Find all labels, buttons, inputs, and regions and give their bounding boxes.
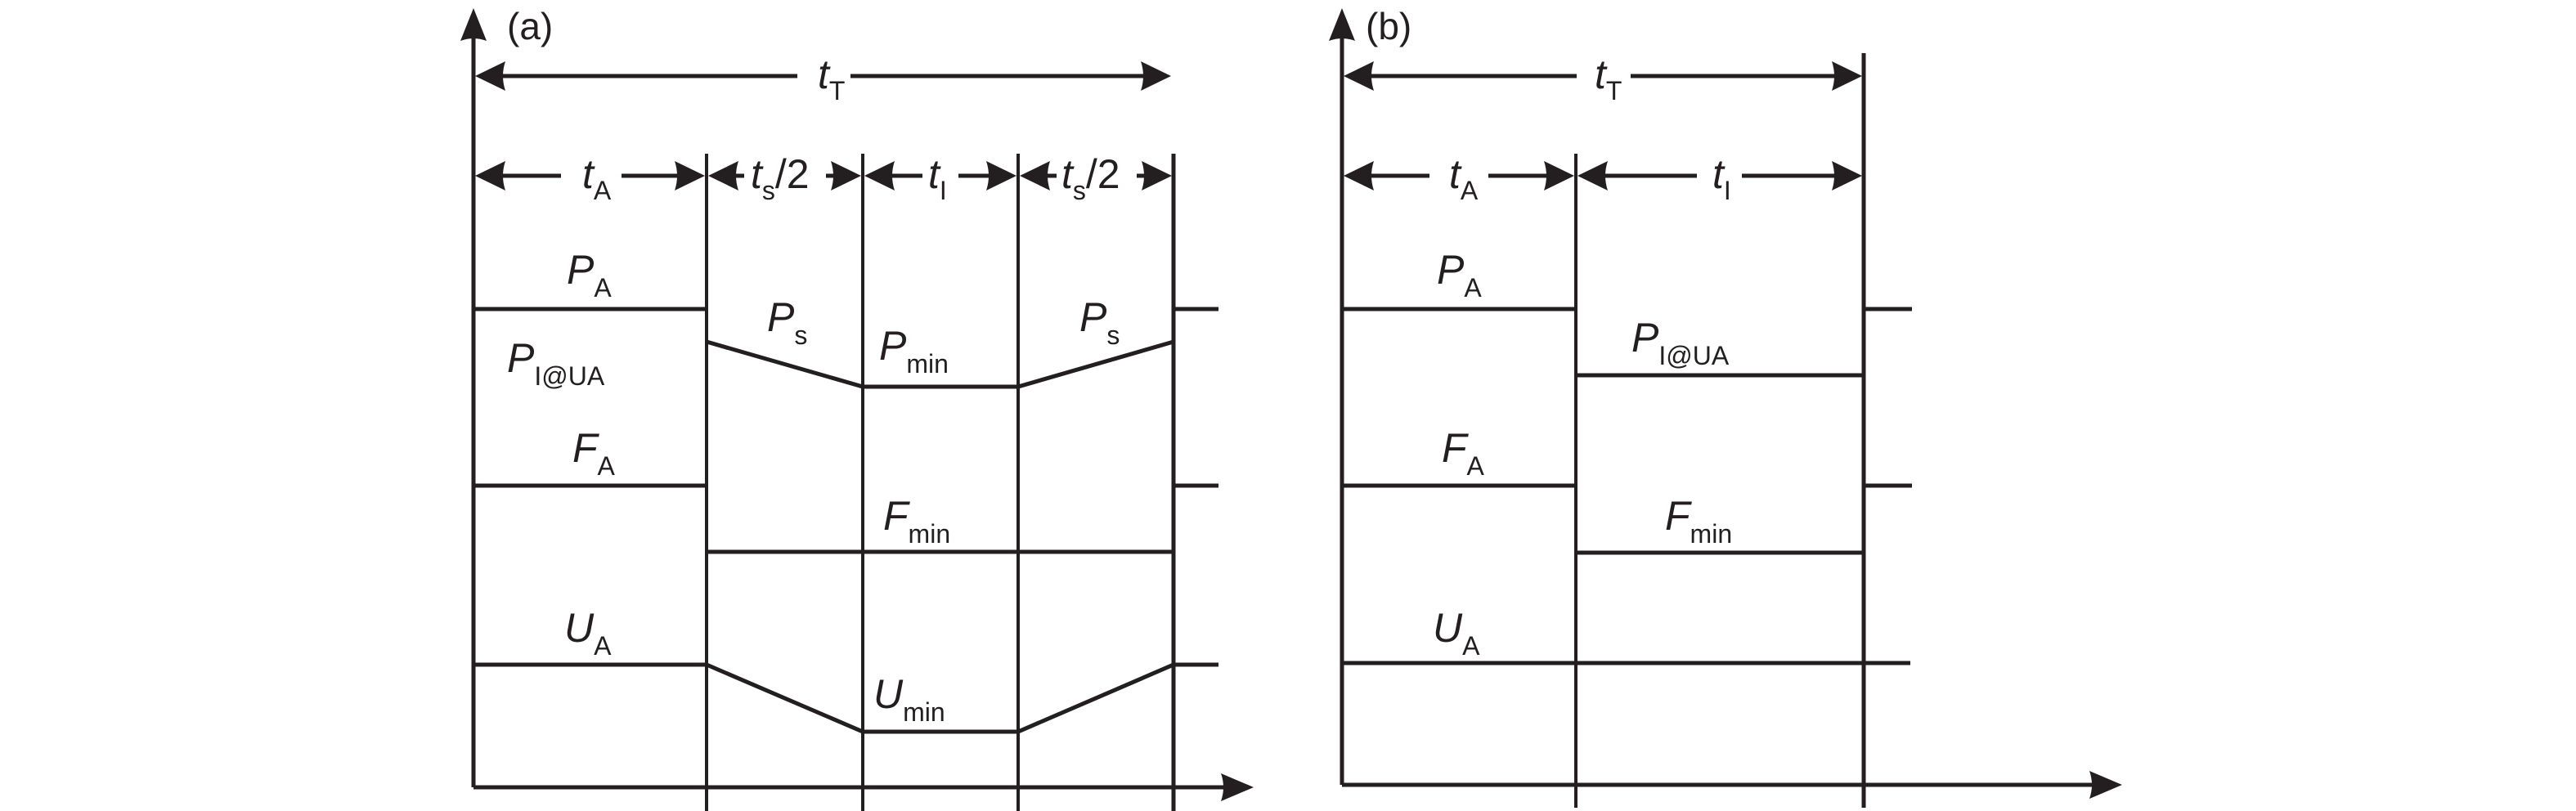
label-PA-a: PA	[567, 247, 612, 302]
label-PIatUA-b: PI@UA	[1631, 315, 1730, 370]
interval-label-a-3: ts/2	[1061, 151, 1120, 205]
arrow-left-icon	[708, 161, 738, 190]
panel-label-b: (b)	[1366, 5, 1411, 47]
arrow-right-icon	[675, 161, 705, 190]
label-Ps-a-2: Ps	[1079, 294, 1120, 350]
label-FA-a: FA	[572, 425, 616, 481]
interval-label-a-0: tA	[582, 151, 612, 205]
panel-label-a: (a)	[507, 5, 553, 47]
trace-P-idle-a	[706, 339, 1174, 389]
total-interval-label-a: tT	[818, 52, 845, 105]
arrow-right-icon	[1141, 61, 1171, 91]
arrow-right-icon	[1544, 161, 1574, 190]
label-FA-b: FA	[1442, 425, 1485, 481]
arrow-left-icon	[864, 161, 895, 190]
trace-U-a	[473, 662, 1218, 734]
y-axis-arrow-icon	[1329, 8, 1355, 41]
interval-label-a-1: ts/2	[751, 151, 810, 205]
arrow-left-icon	[475, 161, 505, 190]
arrow-right-icon	[1142, 161, 1172, 190]
total-interval-label-b: tT	[1595, 52, 1622, 105]
arrow-left-icon	[1344, 61, 1374, 91]
interval-label-b-1: tI	[1712, 151, 1731, 205]
arrow-right-icon	[986, 161, 1016, 190]
label-Umin-a: Umin	[873, 671, 945, 727]
panel-a: (a) tT tA ts/2	[460, 5, 1254, 811]
arrow-right-icon	[1832, 161, 1862, 190]
arrow-right-icon	[1832, 61, 1862, 91]
label-UA-a: UA	[564, 605, 612, 661]
arrow-left-icon	[1577, 161, 1608, 190]
arrow-left-icon	[1344, 161, 1374, 190]
label-Pmin-a: Pmin	[879, 323, 949, 379]
label-PA-b: PA	[1437, 247, 1482, 302]
arrow-left-icon	[475, 61, 505, 91]
x-axis-arrow-icon	[2089, 771, 2122, 799]
interval-label-b-0: tA	[1449, 151, 1479, 205]
label-Ps-a-1: Ps	[767, 294, 807, 350]
label-Fmin-b: Fmin	[1665, 493, 1732, 549]
interval-label-a-2: tI	[928, 151, 947, 205]
label-Fmin-a: Fmin	[883, 493, 950, 549]
label-UA-b: UA	[1433, 605, 1480, 661]
arrow-right-icon	[831, 161, 861, 190]
x-axis-arrow-icon	[1221, 773, 1254, 801]
label-PIatUA-a: PI@UA	[507, 335, 605, 391]
y-axis-arrow-icon	[460, 8, 487, 41]
panel-b: (b) tT tA tI	[1329, 5, 2122, 808]
arrow-left-icon	[1020, 161, 1050, 190]
